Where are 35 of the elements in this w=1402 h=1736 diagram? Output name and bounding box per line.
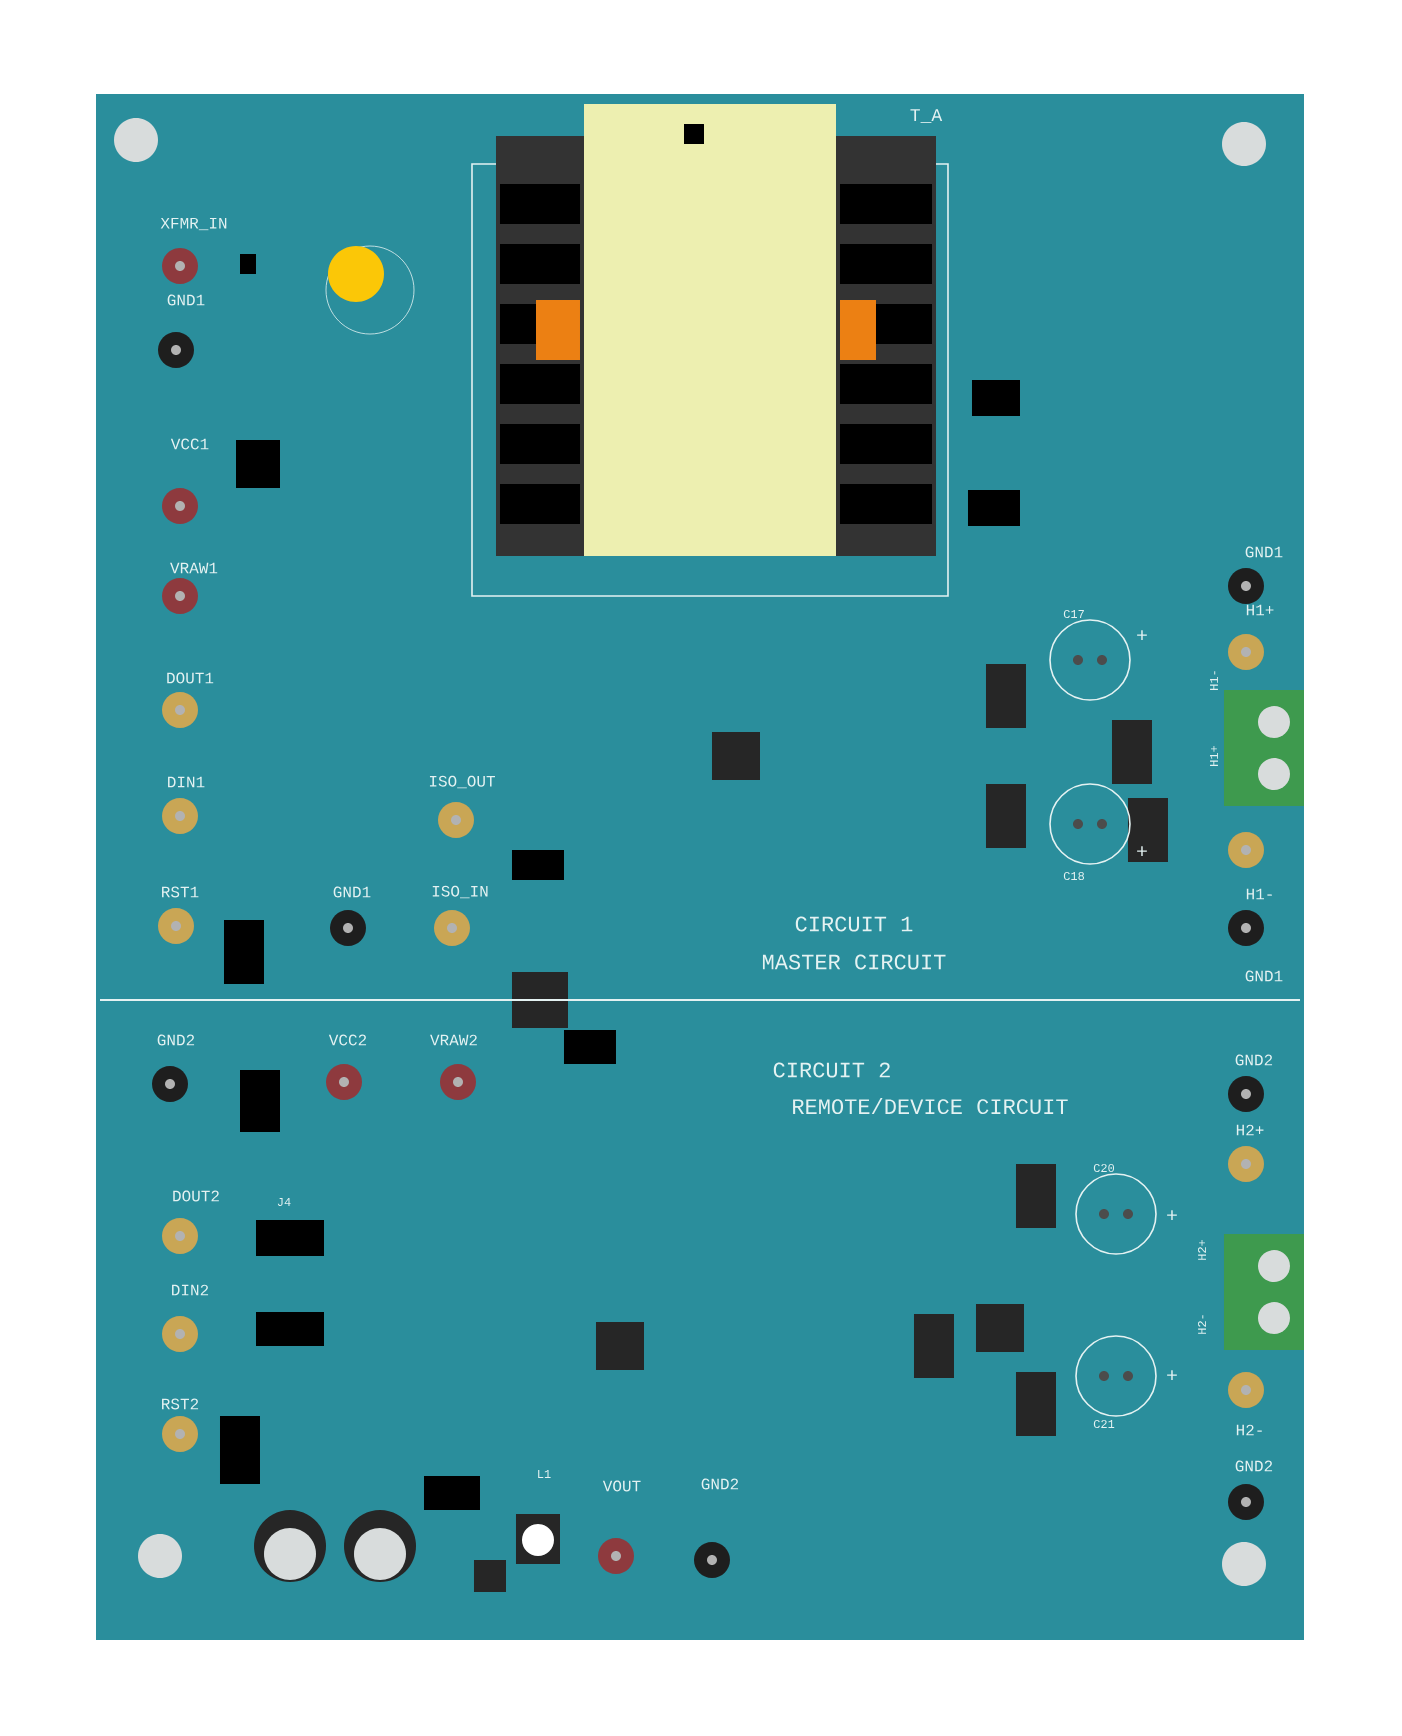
silkscreen-label: DIN1 — [168, 776, 205, 788]
silkscreen-label: + — [1137, 846, 1147, 857]
silkscreen-label: VCC2 — [328, 1034, 367, 1046]
silkscreen-label: RST1 — [162, 886, 199, 898]
silkscreen-label: VRAW2 — [430, 1034, 477, 1046]
silkscreen-label: H2+ — [1236, 1124, 1264, 1136]
silkscreen-label: CIRCUIT 1 — [795, 916, 913, 932]
silkscreen-label: + — [1137, 630, 1147, 641]
silkscreen-label: MASTER CIRCUIT — [762, 954, 946, 970]
silkscreen-label: GND2 — [701, 1478, 739, 1490]
silkscreen-label: VOUT — [602, 1480, 641, 1492]
silkscreen-label: GND2 — [1235, 1460, 1273, 1472]
silkscreen-label: REMOTE/DEVICE CIRCUIT — [793, 1097, 1068, 1115]
silkscreen-label: CIRCUIT 2 — [773, 1062, 890, 1078]
silkscreen-label: DOUT2 — [173, 1190, 219, 1202]
silkscreen-label: VRAW1 — [170, 562, 218, 574]
silkscreen-label: RST2 — [162, 1398, 199, 1410]
silkscreen-label: GND2 — [1235, 1054, 1273, 1066]
silkscreen-label: DOUT1 — [167, 672, 214, 684]
silkscreen-label: GND1 — [167, 294, 205, 306]
silkscreen-label: T_A — [910, 109, 943, 123]
silkscreen-label: GND1 — [333, 886, 371, 898]
silkscreen-label: + — [1167, 1370, 1177, 1380]
silkscreen-label: GND1 — [1245, 970, 1283, 982]
silkscreen-label: GND1 — [1245, 546, 1283, 558]
silkscreen-label: ISO_OUT — [429, 775, 495, 789]
silkscreen-label: DIN2 — [172, 1284, 209, 1296]
silkscreen-label: H2- — [1236, 1424, 1262, 1436]
silkscreen-label: + — [1167, 1210, 1177, 1221]
silkscreen-label: ISO_IN — [432, 885, 488, 899]
silkscreen-label: H1- — [1246, 888, 1272, 900]
silkscreen-label: H1+ — [1246, 604, 1274, 616]
silkscreen-label: XFMR_IN — [160, 217, 227, 231]
silkscreen-label: VCC1 — [170, 438, 209, 450]
silkscreen-label: GND2 — [157, 1034, 195, 1046]
